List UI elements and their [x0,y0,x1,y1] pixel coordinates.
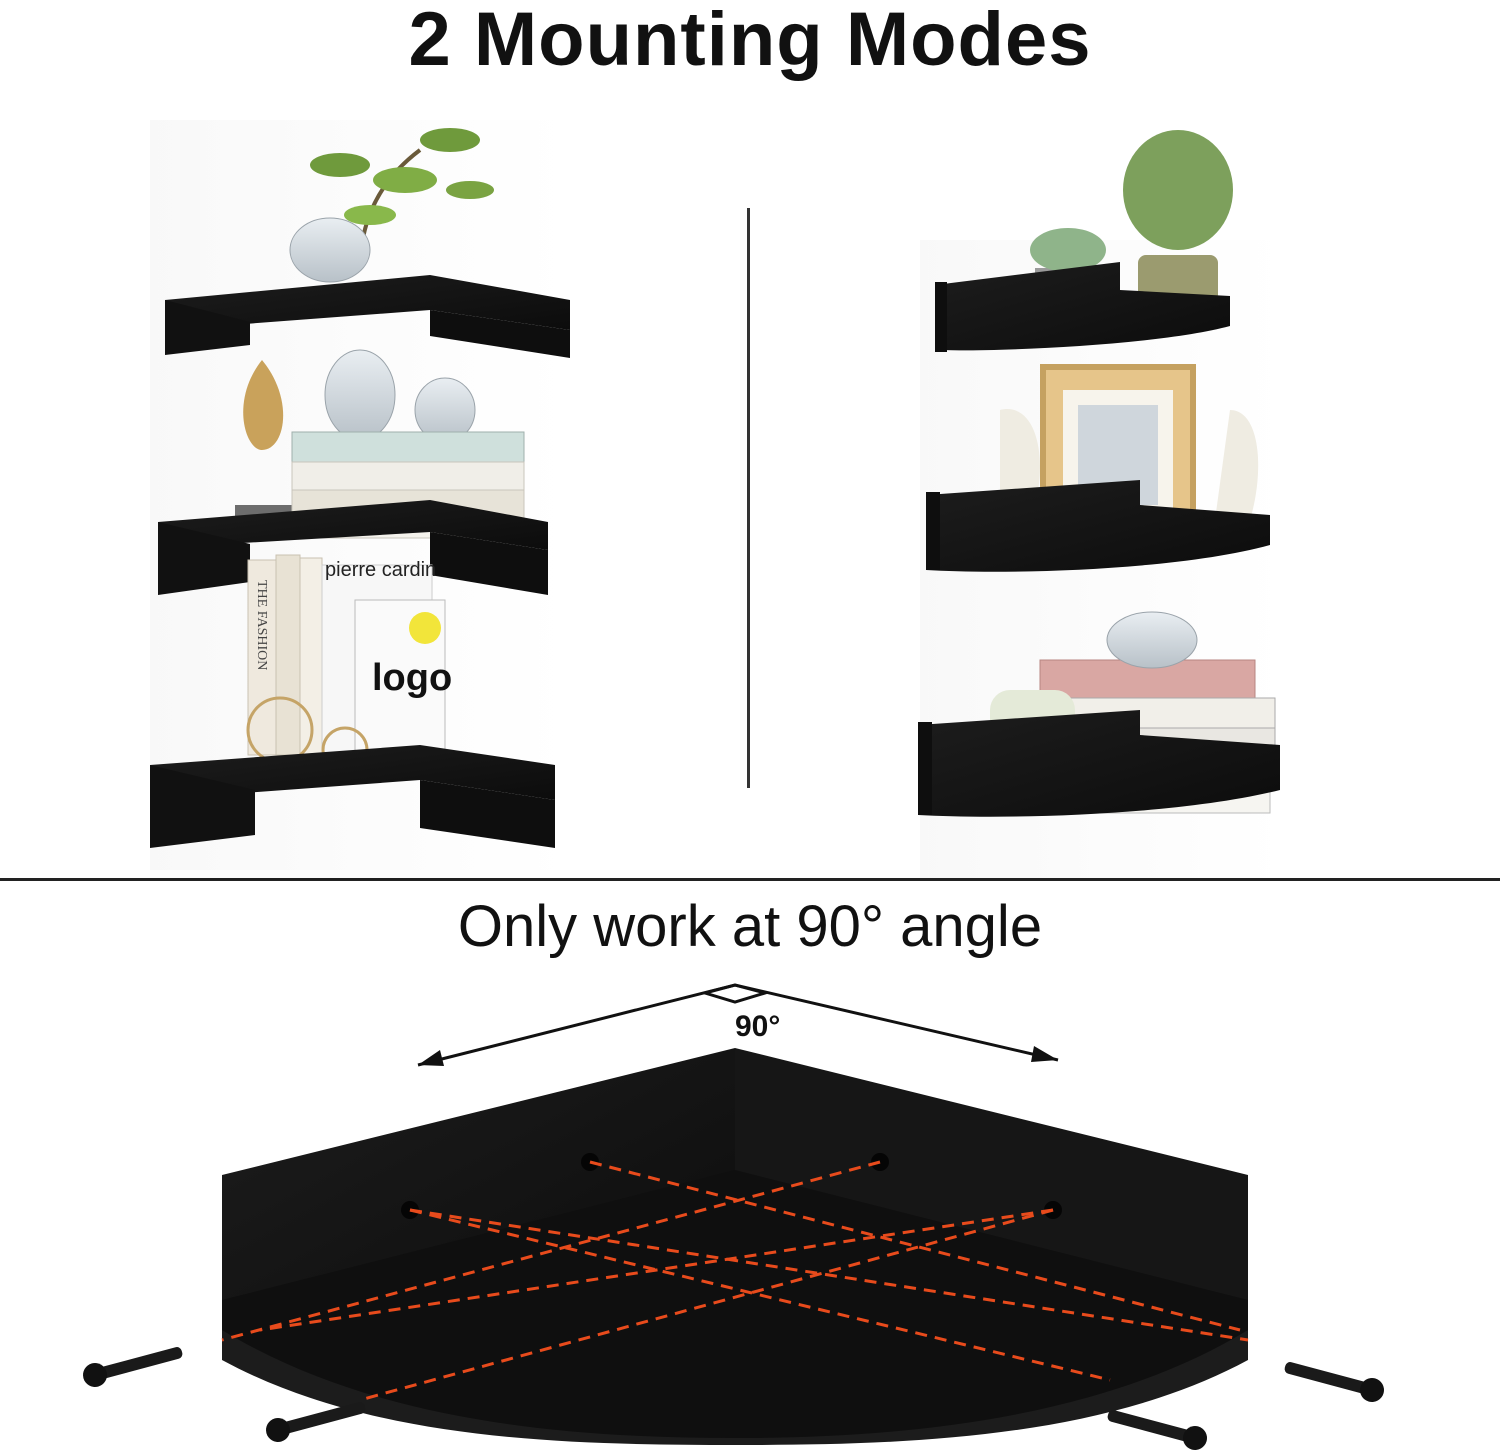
corner-shelf [221,1048,1249,1445]
plant-icon [289,128,494,283]
shelf-top-left [165,275,570,358]
book-spine-text: THE FASHION [254,580,269,670]
shelf-bottom-left [150,745,555,848]
screw-icon [266,1402,366,1442]
shelf-middle-right [926,480,1270,572]
book-cover-text: pierre cardin [325,559,436,581]
page-title: 2 Mounting Modes [408,0,1092,82]
screw-icon [1107,1410,1207,1450]
arrow-left-icon [418,1050,444,1066]
vertical-divider [747,208,750,788]
shelf-top-right [935,262,1230,352]
book-logo-text: logo [372,657,452,699]
left-shelf-set: pierre cardin logo THE FASHION [150,120,570,870]
screw-icon [1284,1362,1384,1402]
screw-icon [83,1347,183,1387]
right-angle-marker [699,983,771,1004]
section-subtitle: Only work at 90° angle [457,894,1043,959]
angle-label: 90° [735,1010,781,1043]
angle-diagram [417,983,1059,1067]
horizontal-divider [0,878,1500,881]
arrow-right-icon [1031,1046,1058,1062]
dashed-guides [221,1160,1249,1402]
shelf-middle-left [158,500,548,595]
right-shelf-set [918,130,1285,880]
shelf-bottom-right [918,710,1280,817]
